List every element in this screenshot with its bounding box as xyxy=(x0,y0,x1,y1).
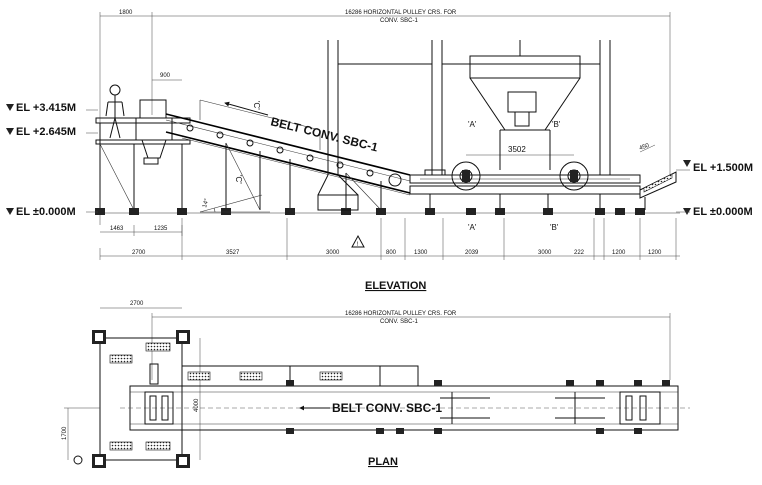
drive-wheels: 3502 xyxy=(451,145,589,191)
dim-2039: 2039 xyxy=(465,250,479,256)
dim-main-line2: CONV. SBC-1 xyxy=(380,18,418,24)
dim-3000-b: 3000 xyxy=(538,250,552,256)
dim-450: 450 xyxy=(639,143,651,152)
warning-triangle-icon xyxy=(351,234,365,248)
dim-2700: 2700 xyxy=(132,250,146,256)
section-c-lower: 'C' xyxy=(234,175,243,184)
horizontal-conveyor xyxy=(409,169,645,215)
plan-view: 2700 16286 HORIZONTAL PULLEY CRS. FOR CO… xyxy=(62,301,690,468)
level-el-3415: EL +3.415M xyxy=(16,102,76,114)
tail-end: 450 xyxy=(639,143,677,210)
section-b-top: 'B' xyxy=(552,120,561,129)
elevation-view: 1800 16286 HORIZONTAL PULLEY CRS. FOR CO… xyxy=(6,10,753,292)
dim-1800: 1800 xyxy=(119,10,133,16)
belt-label-elevation: BELT CONV. SBC-1 xyxy=(269,114,379,154)
dim-1200-b: 1200 xyxy=(648,250,662,256)
level-el-0000-left: EL ±0.000M xyxy=(16,206,76,218)
dim-3527: 3527 xyxy=(226,250,240,256)
plan-dim-main-line1: 16286 HORIZONTAL PULLEY CRS. FOR xyxy=(345,311,457,317)
dim-main-line1: 16286 HORIZONTAL PULLEY CRS. FOR xyxy=(345,10,457,16)
level-el-1500: EL +1.500M xyxy=(693,162,753,174)
dim-800: 800 xyxy=(386,250,397,256)
feed-platform xyxy=(95,99,191,215)
operator-figure-icon xyxy=(105,84,125,139)
warning-mark: ! xyxy=(357,242,359,248)
plan-title: PLAN xyxy=(368,456,398,468)
plan-dim-main-line2: CONV. SBC-1 xyxy=(380,319,418,325)
elevation-title: ELEVATION xyxy=(365,280,426,292)
dim-222: 222 xyxy=(574,250,585,256)
plan-conveyor xyxy=(120,365,690,434)
hopper-width-dim: 3502 xyxy=(508,145,526,154)
plan-dim-2700: 2700 xyxy=(130,301,144,307)
plan-platform: 4000 1700 xyxy=(62,330,201,468)
angle-indicator: 14° xyxy=(199,194,270,213)
section-c-upper: 'C' xyxy=(252,101,261,110)
dim-3000-a: 3000 xyxy=(326,250,340,256)
section-a-bottom: 'A' xyxy=(468,223,477,232)
top-dimensions: 1800 16286 HORIZONTAL PULLEY CRS. FOR CO… xyxy=(99,10,671,225)
angle-label: 14° xyxy=(202,198,210,209)
hopper-structure xyxy=(317,40,611,211)
plan-dim-4000: 4000 xyxy=(194,398,200,412)
level-el-0000-right: EL ±0.000M xyxy=(693,206,753,218)
level-labels: EL +3.415M EL +2.645M EL ±0.000M EL +1.5… xyxy=(6,102,753,218)
inclined-conveyor xyxy=(165,99,411,215)
plan-dim-1700: 1700 xyxy=(62,426,68,440)
bottom-dimensions: 1463 1235 2700 3527 3000 800 1300 2039 3… xyxy=(99,218,680,260)
dim-900: 900 xyxy=(160,73,171,79)
dim-1463: 1463 xyxy=(110,226,124,232)
dim-1300: 1300 xyxy=(414,250,428,256)
section-a-top: 'A' xyxy=(468,120,477,129)
level-el-2645: EL +2.645M xyxy=(16,126,76,138)
dim-1235: 1235 xyxy=(154,226,168,232)
section-b-bottom: 'B' xyxy=(550,223,559,232)
plan-belt-label: BELT CONV. SBC-1 xyxy=(332,401,442,415)
belt-direction-arrow xyxy=(224,101,269,116)
dim-1200-a: 1200 xyxy=(612,250,626,256)
